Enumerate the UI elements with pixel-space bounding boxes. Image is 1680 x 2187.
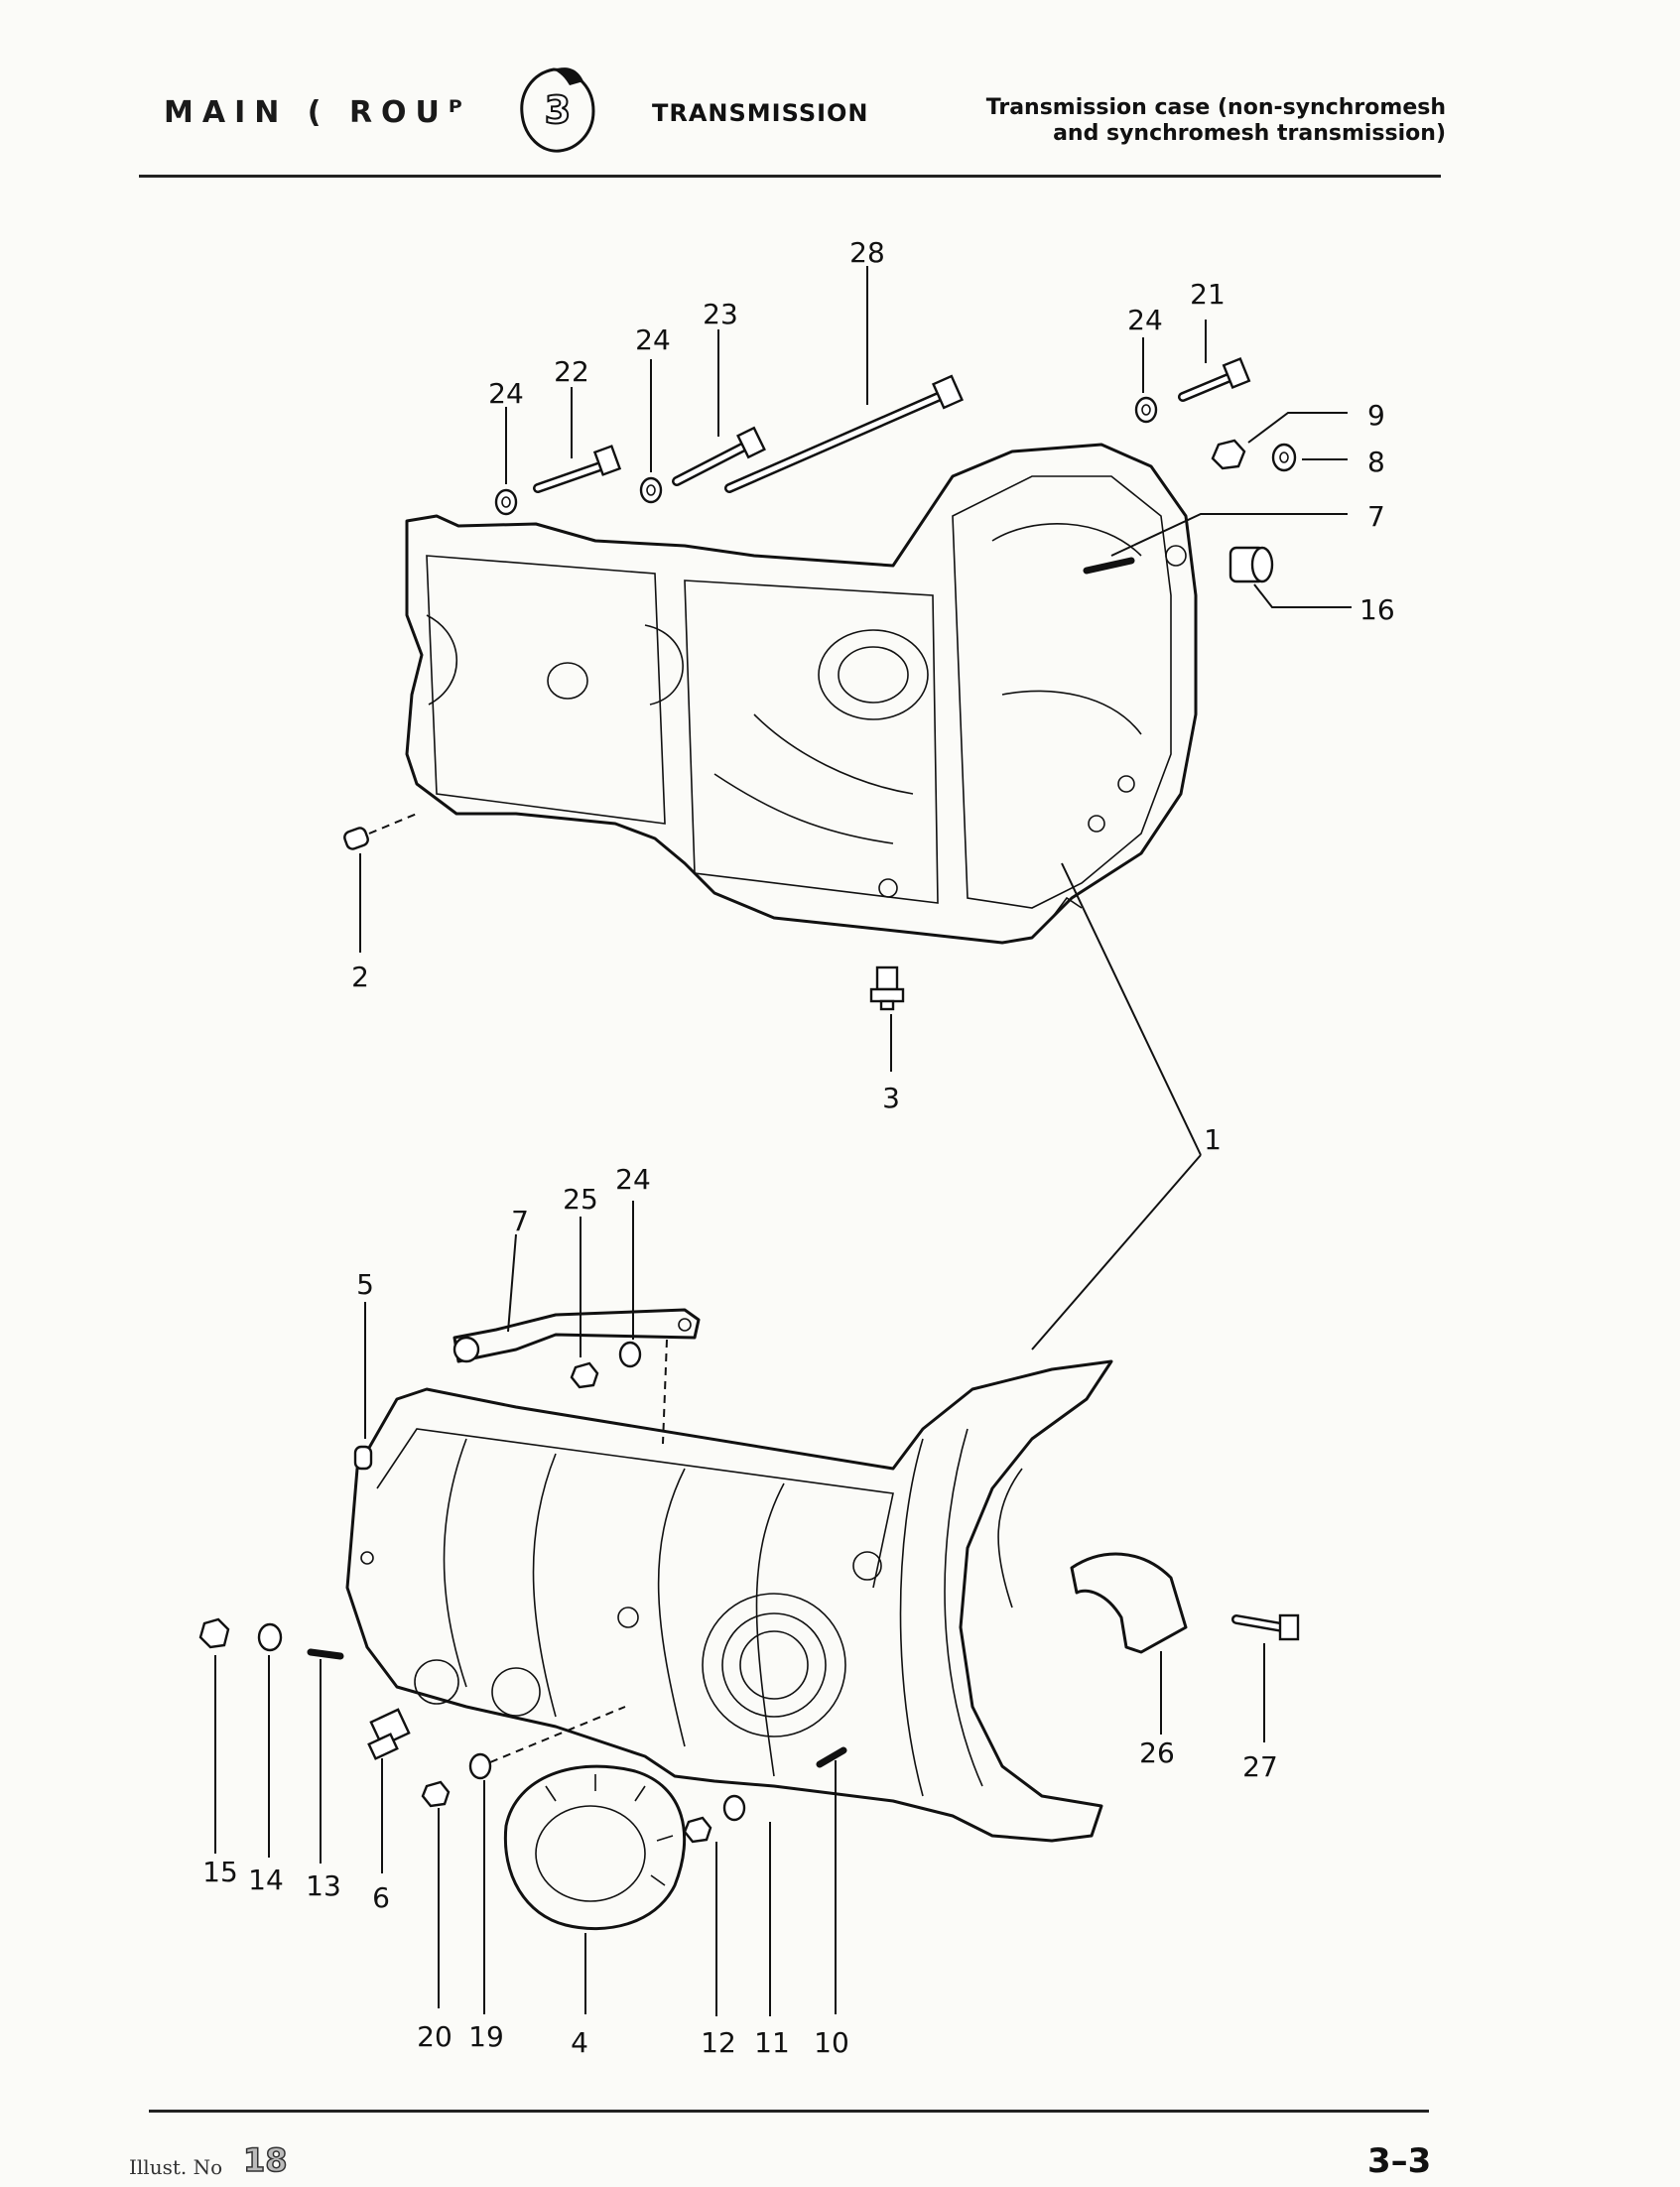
bracket — [452, 1308, 701, 1363]
footer-rule — [149, 2110, 1429, 2113]
washer — [468, 1752, 492, 1780]
callout-24: 24 — [488, 377, 524, 410]
washer — [639, 476, 663, 504]
drain-plug — [869, 965, 905, 1011]
callout-25: 25 — [563, 1183, 598, 1216]
callout-26: 26 — [1139, 1737, 1175, 1769]
washer — [722, 1794, 746, 1822]
page-reference: 3–3 — [1367, 2141, 1432, 2181]
bolt-22 — [533, 445, 622, 493]
callout-13: 13 — [306, 1869, 341, 1902]
callout-7: 7 — [511, 1205, 529, 1237]
stud — [816, 1746, 847, 1768]
illustration-label: Illust. No — [129, 2155, 223, 2179]
filler-plug — [367, 1708, 411, 1760]
callout-15: 15 — [202, 1856, 238, 1888]
group-name: TRANSMISSION — [652, 99, 869, 127]
callout-4: 4 — [571, 2026, 588, 2059]
callout-1: 1 — [1204, 1123, 1222, 1156]
page-title: Transmission case (non-synchromesh and s… — [930, 95, 1446, 147]
washer — [618, 1341, 642, 1368]
small-parts — [198, 356, 1300, 1931]
callout-7: 7 — [1367, 500, 1385, 533]
washer — [494, 488, 518, 516]
bolt-27 — [1231, 1613, 1300, 1641]
nut — [1211, 439, 1246, 470]
header-rule — [139, 175, 1441, 178]
callout-12: 12 — [701, 2026, 736, 2059]
bolt-21 — [1178, 356, 1251, 402]
main-group-label: MAIN ( ROUᴾ — [164, 95, 471, 130]
callout-6: 6 — [372, 1881, 390, 1914]
callout-23: 23 — [703, 298, 738, 330]
cover-plate — [503, 1764, 687, 1931]
leader-lines — [214, 266, 1352, 2016]
upper-case-half — [405, 443, 1198, 945]
illustration-number: 18 — [242, 2140, 288, 2180]
group-number-badge: 3 — [514, 64, 599, 159]
callout-24: 24 — [635, 323, 671, 356]
callout-22: 22 — [554, 355, 589, 388]
stud — [307, 1648, 344, 1660]
callout-5: 5 — [356, 1268, 374, 1301]
lower-case-half — [345, 1359, 1113, 1843]
long-bolt — [724, 374, 965, 493]
callout-24: 24 — [1127, 304, 1163, 336]
callout-24: 24 — [615, 1163, 651, 1196]
bolt-23 — [672, 426, 766, 486]
callout-3: 3 — [882, 1082, 900, 1114]
support-bracket — [1070, 1552, 1188, 1654]
stud — [1083, 557, 1135, 575]
callout-2: 2 — [351, 961, 369, 993]
callout-labels: 28 23 24 22 24 24 21 9 8 7 16 2 3 1 24 2… — [202, 236, 1394, 2059]
callout-10: 10 — [814, 2026, 849, 2059]
nut — [198, 1617, 230, 1649]
callout-19: 19 — [468, 2020, 504, 2053]
callout-21: 21 — [1190, 278, 1226, 311]
callout-16: 16 — [1359, 593, 1395, 626]
page-title-line2: and synchromesh transmission) — [1053, 121, 1446, 146]
dowel-pin — [343, 827, 369, 850]
nut — [570, 1361, 599, 1389]
callout-9: 9 — [1367, 399, 1385, 432]
plug — [353, 1445, 373, 1471]
bush — [1228, 546, 1274, 583]
group-number: 3 — [545, 88, 571, 132]
washer — [1134, 396, 1158, 424]
washer — [1271, 443, 1297, 472]
page-title-line1: Transmission case (non-synchromesh — [985, 95, 1446, 120]
callout-28: 28 — [849, 236, 885, 269]
nut — [683, 1816, 712, 1844]
callout-20: 20 — [417, 2020, 452, 2053]
callout-27: 27 — [1242, 1750, 1278, 1783]
nut — [421, 1780, 451, 1808]
callout-14: 14 — [248, 1864, 284, 1896]
callout-11: 11 — [754, 2026, 790, 2059]
washer — [257, 1622, 283, 1652]
callout-8: 8 — [1367, 446, 1385, 478]
